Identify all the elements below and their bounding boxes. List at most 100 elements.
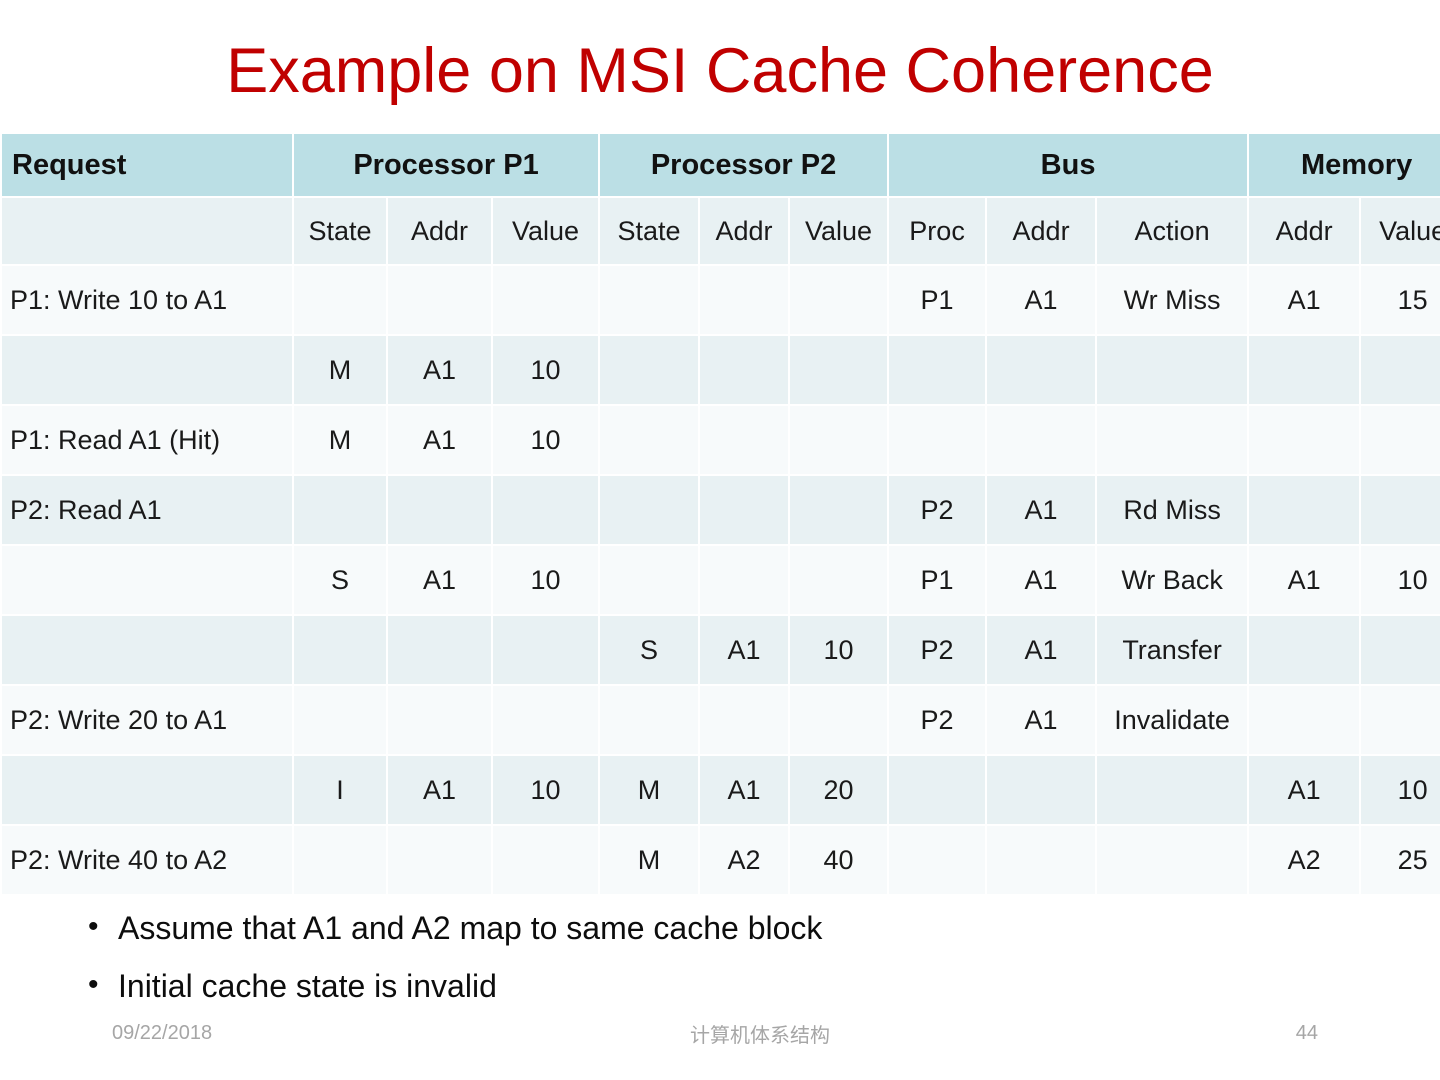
cell-p1-value: 10 (493, 756, 599, 824)
footer-course-title: 计算机体系结构 (690, 1024, 830, 1047)
bullet-dot-icon: • (88, 910, 99, 943)
cell-p2-state (600, 686, 699, 754)
cell-p1-state (294, 826, 386, 894)
cell-bus-proc (889, 406, 986, 474)
cell-p2-addr (700, 546, 789, 614)
cell-p2-state (600, 336, 699, 404)
cell-p2-value (790, 406, 888, 474)
subheader-bus-addr: Addr (987, 198, 1096, 264)
cell-bus-addr (987, 756, 1096, 824)
subheader-mem-addr: Addr (1249, 198, 1360, 264)
cell-mem-addr: A1 (1249, 756, 1360, 824)
cell-p1-value: 10 (493, 546, 599, 614)
subheader-request-blank (2, 198, 292, 264)
cell-mem-value: 25 (1361, 826, 1440, 894)
cell-p1-state (294, 476, 386, 544)
cell-p1-value (493, 826, 599, 894)
page-title-text: Example on MSI Cache Coherence (226, 35, 1214, 106)
cell-p1-state (294, 686, 386, 754)
cell-bus-action: Rd Miss (1097, 476, 1248, 544)
cell-bus-addr: A1 (987, 476, 1096, 544)
table-subheader-row: State Addr Value State Addr Value Proc A… (2, 198, 1440, 264)
cell-mem-addr (1249, 476, 1360, 544)
subheader-p1-state: State (294, 198, 386, 264)
cell-p1-state (294, 266, 386, 334)
cell-request (2, 546, 292, 614)
cell-request (2, 756, 292, 824)
cell-p1-value (493, 616, 599, 684)
cell-mem-addr (1249, 686, 1360, 754)
cell-p2-value: 40 (790, 826, 888, 894)
footer-date: 09/22/2018 (112, 1021, 213, 1044)
cell-bus-proc (889, 756, 986, 824)
cell-p2-addr (700, 476, 789, 544)
subheader-p2-value: Value (790, 198, 888, 264)
cell-mem-value: 10 (1361, 546, 1440, 614)
cell-mem-value: 10 (1361, 756, 1440, 824)
cell-p2-addr: A1 (700, 756, 789, 824)
cell-mem-addr (1249, 336, 1360, 404)
cell-p1-addr: A1 (388, 336, 491, 404)
cell-bus-proc: P1 (889, 546, 986, 614)
cell-p1-value: 10 (493, 406, 599, 474)
cell-p1-state: S (294, 546, 386, 614)
cell-mem-addr (1249, 406, 1360, 474)
cell-mem-addr: A2 (1249, 826, 1360, 894)
cell-mem-addr: A1 (1249, 546, 1360, 614)
cell-p2-addr: A1 (700, 616, 789, 684)
cell-bus-action: Transfer (1097, 616, 1248, 684)
cell-mem-addr: A1 (1249, 266, 1360, 334)
cell-p1-value (493, 476, 599, 544)
cell-bus-action (1097, 756, 1248, 824)
cell-p2-state (600, 546, 699, 614)
cell-bus-proc: P2 (889, 616, 986, 684)
cell-p1-value (493, 266, 599, 334)
cell-request (2, 616, 292, 684)
cell-request (2, 336, 292, 404)
cell-p2-state: M (600, 826, 699, 894)
cell-p2-addr (700, 336, 789, 404)
cell-p2-state (600, 476, 699, 544)
cell-p1-state: I (294, 756, 386, 824)
cell-p2-addr (700, 406, 789, 474)
cell-p2-addr (700, 266, 789, 334)
cell-p2-addr (700, 686, 789, 754)
cell-p2-value (790, 546, 888, 614)
cell-p2-state: S (600, 616, 699, 684)
cell-p2-value: 10 (790, 616, 888, 684)
cell-p1-addr: A1 (388, 546, 491, 614)
cell-bus-action (1097, 406, 1248, 474)
cell-p1-state: M (294, 406, 386, 474)
bullet-item: • Assume that A1 and A2 map to same cache… (0, 910, 1440, 946)
group-header-memory: Memory (1249, 134, 1440, 196)
cell-bus-addr: A1 (987, 546, 1096, 614)
cell-bus-proc (889, 826, 986, 894)
cell-mem-value (1361, 476, 1440, 544)
subheader-p1-addr: Addr (388, 198, 491, 264)
cell-bus-action: Wr Miss (1097, 266, 1248, 334)
cell-p1-value: 10 (493, 336, 599, 404)
cell-p1-state: M (294, 336, 386, 404)
cell-mem-value (1361, 616, 1440, 684)
group-header-bus: Bus (889, 134, 1248, 196)
cell-mem-value (1361, 686, 1440, 754)
bullet-text: Assume that A1 and A2 map to same cache … (118, 910, 823, 946)
subheader-p2-state: State (600, 198, 699, 264)
cell-bus-proc: P2 (889, 686, 986, 754)
cell-p2-value (790, 686, 888, 754)
cell-p2-state (600, 406, 699, 474)
footer-page-number: 44 (1295, 1021, 1318, 1044)
cell-p1-addr (388, 266, 491, 334)
cell-mem-value (1361, 406, 1440, 474)
cell-p2-value (790, 266, 888, 334)
subheader-bus-action: Action (1097, 198, 1248, 264)
cell-bus-addr: A1 (987, 616, 1096, 684)
cell-bus-proc: P2 (889, 476, 986, 544)
